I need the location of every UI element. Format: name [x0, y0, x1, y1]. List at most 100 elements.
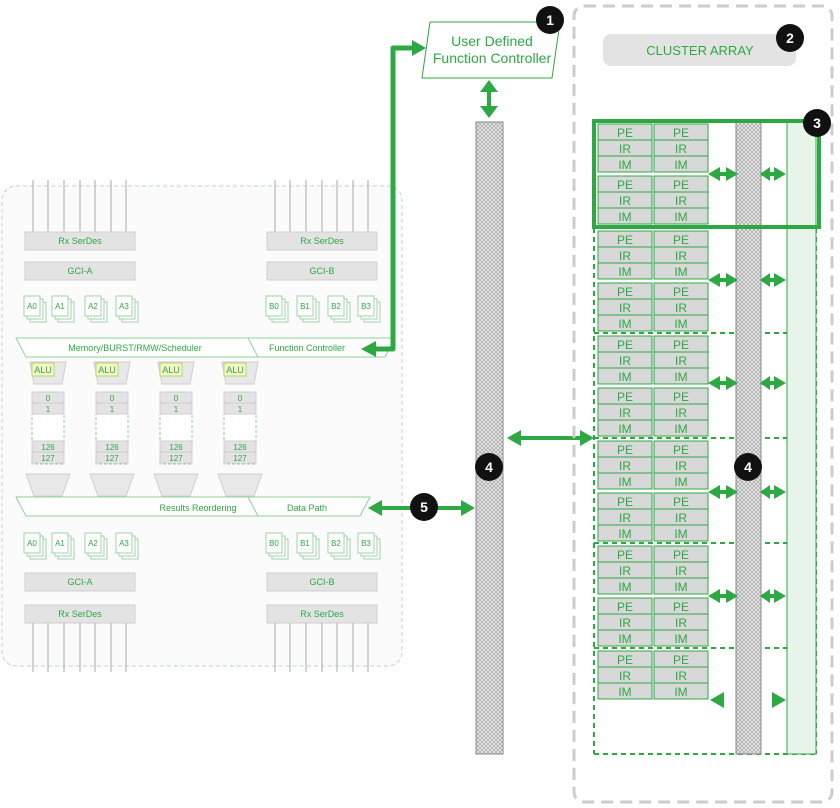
arrow-left-tail: [726, 167, 738, 181]
alu-columns: ALU01126127ALU01126127ALU01126127ALU0112…: [25, 361, 263, 497]
buffer-sheet: [296, 532, 314, 554]
cell-ir-label: IR: [619, 354, 631, 368]
cell-pe-label: PE: [617, 338, 633, 352]
alu-row-label: 1: [174, 405, 179, 414]
b-buffer-top-B1: B1: [296, 295, 320, 323]
cell-im-box: [597, 262, 653, 280]
cell-im-label: IM: [618, 632, 631, 646]
cell-ir-label: IR: [675, 616, 687, 630]
cell-im-label: IM: [618, 685, 631, 699]
a-buffer-bottom-A0: A0: [23, 532, 47, 560]
gci-a-top-label: GCI-A: [67, 266, 92, 276]
buffer-label: A2: [88, 539, 98, 548]
rx-serdes-top-left-label: Rx SerDes: [58, 236, 102, 246]
b-buffer-top-B0: B0: [265, 295, 289, 323]
buffer-sheet: [115, 532, 133, 554]
cell-pe-label: PE: [673, 495, 689, 509]
cell-im-box: [597, 577, 653, 595]
cell-ir-label: IR: [619, 142, 631, 156]
arrow-right-tail: [760, 273, 770, 287]
cell-im-label: IM: [674, 632, 687, 646]
arrow-right-head: [774, 273, 786, 287]
function-controller-bus-label: Function Controller: [269, 343, 345, 353]
cell-pe-label: PE: [617, 178, 633, 192]
alu-row-label: 126: [233, 443, 247, 452]
a-buffer-top-A0: A0: [23, 295, 47, 323]
alu-row-label: 127: [105, 454, 119, 463]
alu-chip: [223, 362, 247, 377]
badge-5: 5: [410, 493, 438, 521]
badge-1: 1: [536, 6, 564, 34]
arrow-left-head: [708, 589, 720, 603]
cell-im-label: IM: [618, 370, 631, 384]
arrow-left-tail: [726, 485, 738, 499]
buffer-sheet: [265, 532, 283, 554]
results-reordering-label: Results Reordering: [159, 503, 236, 513]
alu-row: [31, 402, 65, 415]
cell-ir-label: IR: [619, 249, 631, 263]
cell-im-box: [597, 367, 653, 385]
cell-pe-label: PE: [617, 443, 633, 457]
cell-im-box: [653, 577, 709, 595]
alu-row: [223, 451, 257, 464]
cell-im-box: [653, 207, 709, 225]
buffer-sheet: [115, 295, 133, 317]
cell-ir-label: IR: [619, 301, 631, 315]
controller-line2: Function Controller: [433, 50, 552, 66]
cell-im-label: IM: [674, 265, 687, 279]
cell-ir-label: IR: [675, 142, 687, 156]
arrow-right-tail: [760, 485, 770, 499]
cluster-interconnect-bus: [735, 121, 762, 755]
badge-4-cluster-bus: 4: [734, 453, 762, 481]
cell-im-label: IM: [674, 158, 687, 172]
cell-ir-label: IR: [619, 459, 631, 473]
cell-pe-label: PE: [673, 338, 689, 352]
cell-im-label: IM: [618, 580, 631, 594]
alu-row: [159, 451, 193, 464]
cell-ir-label: IR: [619, 194, 631, 208]
buffer-sheet: [23, 295, 41, 317]
buffer-sheet: [357, 295, 375, 317]
cell-im-box: [597, 629, 653, 647]
alu-row-label: 126: [41, 443, 55, 452]
alu-row-label: 127: [233, 454, 247, 463]
cell-ir-label: IR: [675, 301, 687, 315]
cluster-array-label: CLUSTER ARRAY: [646, 43, 754, 58]
alu-row-label: 1: [238, 405, 243, 414]
alu-row: [223, 402, 257, 415]
buffer-sheet: [265, 295, 283, 317]
badge-3: 3: [803, 109, 831, 137]
buffer-sheet: [84, 295, 102, 317]
bus-cluster-link: [507, 430, 594, 446]
cell-im-label: IM: [618, 265, 631, 279]
chip-input-lines: [32, 180, 369, 232]
alu-chip: [31, 362, 55, 377]
buffer-label: B2: [331, 302, 341, 311]
cell-pe-label: PE: [617, 495, 633, 509]
cell-pe-label: PE: [673, 600, 689, 614]
alu-output-funnel: [25, 473, 71, 497]
a-buffer-bottom-A2: A2: [84, 532, 108, 560]
rx-serdes-top-right-label: Rx SerDes: [300, 236, 344, 246]
buffer-label: A3: [119, 302, 129, 311]
alu-label: ALU: [162, 365, 180, 375]
alu-chip: [159, 362, 183, 377]
buffer-sheet: [23, 532, 41, 554]
buffer-sheet: [51, 295, 69, 317]
cell-pe-label: PE: [673, 548, 689, 562]
cell-ir-label: IR: [619, 669, 631, 683]
cell-ir-label: IR: [675, 511, 687, 525]
